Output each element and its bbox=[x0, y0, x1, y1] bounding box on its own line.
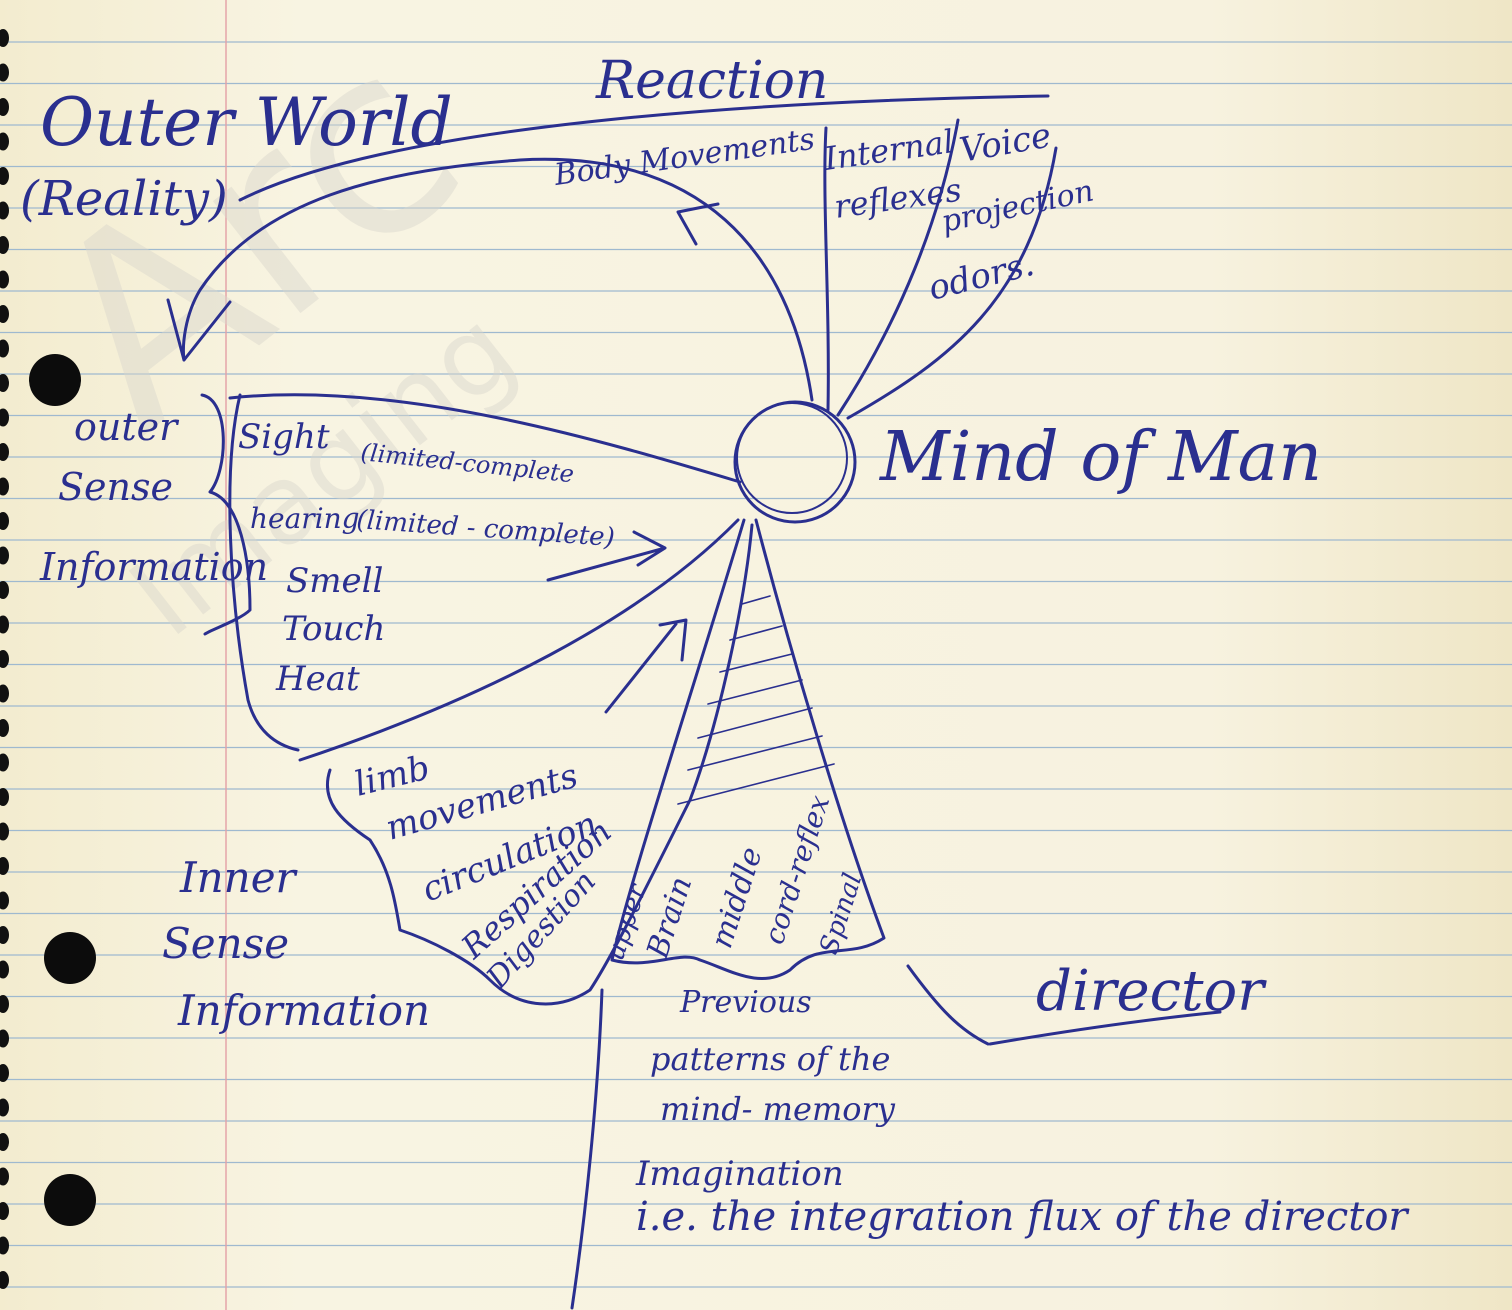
punch-hole bbox=[29, 354, 81, 406]
label-previous-2: patterns of the bbox=[650, 1040, 890, 1078]
fan-line-voice bbox=[836, 118, 960, 417]
label-smell: Smell bbox=[286, 561, 383, 601]
spiral-hole bbox=[0, 857, 9, 875]
label-body-movements: Body Movements bbox=[551, 122, 817, 193]
outer-sense-fan-top bbox=[228, 393, 742, 484]
spiral-hole bbox=[0, 236, 9, 254]
reaction-top-line bbox=[238, 94, 1050, 202]
inner-sense-arrow bbox=[604, 618, 688, 714]
spiral-hole bbox=[0, 477, 9, 496]
spiral-hole bbox=[0, 891, 9, 910]
punch-hole bbox=[44, 932, 96, 984]
brain-hatching bbox=[677, 595, 835, 805]
director-line bbox=[906, 964, 990, 1046]
punch-hole bbox=[44, 1174, 96, 1226]
label-mind-of-man: Mind of Man bbox=[878, 418, 1322, 497]
brain-wedge bbox=[610, 518, 886, 980]
label-limb: limb bbox=[351, 748, 434, 805]
label-previous-3: mind- memory bbox=[660, 1090, 896, 1128]
label-outer-world: Outer World bbox=[40, 84, 453, 161]
label-outer-sense-1: outer bbox=[74, 405, 180, 449]
spiral-hole bbox=[0, 1064, 9, 1082]
label-inner-sense-2: Sense bbox=[162, 919, 289, 968]
spiral-hole bbox=[0, 167, 9, 185]
spiral-hole bbox=[0, 1029, 9, 1048]
label-reaction: Reaction bbox=[595, 51, 828, 111]
outer-sense-brace bbox=[200, 393, 252, 636]
outer-sense-arrow bbox=[546, 530, 667, 582]
spiral-hole bbox=[0, 63, 9, 82]
spiral-hole bbox=[0, 374, 9, 392]
spiral-hole bbox=[0, 753, 9, 772]
spiral-hole bbox=[0, 1236, 9, 1255]
inner-sense-blob bbox=[325, 523, 754, 1006]
director-underline bbox=[988, 1010, 1222, 1046]
spiral-hole bbox=[0, 339, 9, 358]
spiral-hole bbox=[0, 926, 9, 944]
spiral-hole bbox=[0, 1167, 9, 1186]
label-hearing: hearing bbox=[250, 502, 360, 535]
label-heat: Heat bbox=[275, 659, 360, 699]
spiral-hole bbox=[0, 822, 9, 841]
spiral-hole bbox=[0, 408, 9, 427]
label-touch: Touch bbox=[282, 609, 385, 649]
label-internal: Internal bbox=[821, 122, 956, 178]
spiral-hole bbox=[0, 719, 9, 737]
spiral-hole bbox=[0, 132, 9, 151]
ruled-lines bbox=[0, 41, 1512, 1288]
spiral-hole bbox=[0, 443, 9, 461]
spiral-hole bbox=[0, 270, 9, 289]
label-director: director bbox=[1036, 959, 1267, 1024]
spiral-hole bbox=[0, 546, 9, 565]
label-projection: projection bbox=[938, 173, 1096, 239]
mind-circle bbox=[733, 400, 857, 524]
fan-line-odors bbox=[846, 146, 1058, 420]
spiral-hole bbox=[0, 29, 9, 47]
reaction-arrowhead bbox=[166, 298, 232, 362]
reaction-small-arrow bbox=[676, 202, 720, 246]
label-outer-sense-3: Information bbox=[39, 545, 268, 589]
label-sight: Sight bbox=[238, 417, 330, 457]
spiral-hole bbox=[0, 788, 9, 806]
mind-circle-inner bbox=[736, 402, 848, 514]
label-inner-sense-1: Inner bbox=[179, 853, 299, 902]
spiral-hole bbox=[0, 98, 9, 116]
spiral-hole bbox=[0, 581, 9, 599]
vertical-line bbox=[570, 988, 604, 1310]
label-brain: Brain bbox=[640, 873, 699, 964]
spiral-hole bbox=[0, 995, 9, 1013]
spiral-hole bbox=[0, 1202, 9, 1220]
label-reality: (Reality) bbox=[20, 171, 228, 227]
label-previous-5: i.e. the integration flux of the directo… bbox=[636, 1194, 1410, 1240]
spiral-hole bbox=[0, 1098, 9, 1117]
outer-sense-fan-left bbox=[228, 393, 300, 752]
outer-sense-fan-bottom bbox=[298, 518, 740, 762]
spiral-hole bbox=[0, 201, 9, 220]
spiral-hole bbox=[0, 684, 9, 703]
spiral-hole bbox=[0, 960, 9, 979]
label-inner-sense-3: Information bbox=[177, 986, 430, 1035]
spiral-hole bbox=[0, 615, 9, 634]
spiral-binding bbox=[0, 29, 9, 1289]
spiral-hole bbox=[0, 512, 9, 530]
label-previous-4: Imagination bbox=[635, 1154, 844, 1194]
reaction-arrow bbox=[181, 157, 814, 402]
label-previous-1: Previous bbox=[679, 985, 812, 1020]
spiral-hole bbox=[0, 650, 9, 668]
label-outer-sense-2: Sense bbox=[58, 465, 173, 509]
label-voice: Voice bbox=[957, 116, 1055, 171]
label-hearing-note: (limited - complete) bbox=[356, 505, 616, 553]
spiral-hole bbox=[0, 1133, 9, 1151]
label-odors: odors. bbox=[925, 244, 1039, 309]
spiral-hole bbox=[0, 305, 9, 323]
fan-line-internal bbox=[823, 126, 830, 412]
spiral-hole bbox=[0, 1271, 9, 1289]
